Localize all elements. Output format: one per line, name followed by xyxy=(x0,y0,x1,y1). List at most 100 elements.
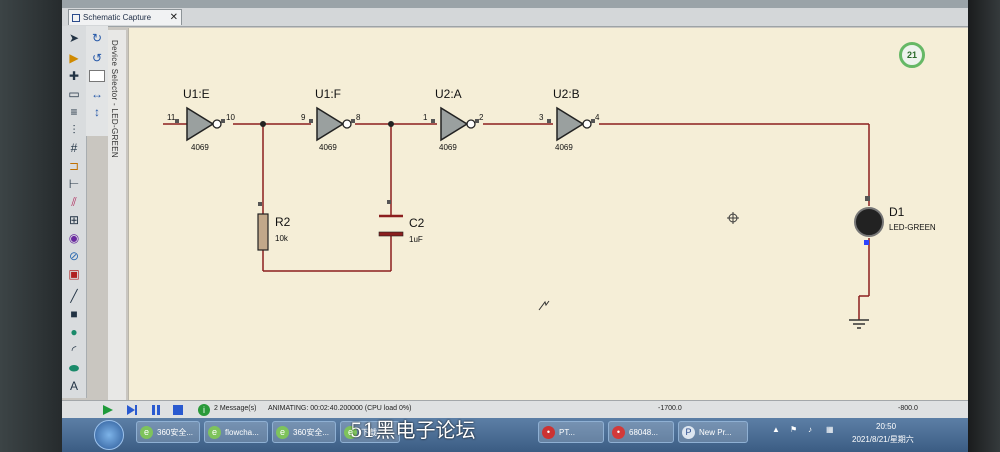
d1-value: LED-GREEN xyxy=(889,223,936,232)
pause-button[interactable] xyxy=(150,404,162,416)
probe-mode-icon[interactable]: ⊘ xyxy=(68,249,80,263)
mode-toolbar: ➤ ▶ ✚ ▭ ≡ ⫶ # ⊐ ⊢ ⫽ ⊞ ◉ ⊘ ▣ ╱ ■ ● ◜ ⬬ A xyxy=(62,26,87,398)
box-2d-icon[interactable]: ■ xyxy=(70,307,78,321)
device-selector-label: Device Selector - LED-GREEN xyxy=(110,40,119,158)
monitor-bezel-right xyxy=(968,0,1000,452)
inverter-u1e[interactable]: U1:E 4069 11 10 xyxy=(167,87,235,152)
junction-dot xyxy=(260,121,266,127)
tab-schematic-capture[interactable]: Schematic Capture ✕ xyxy=(68,9,182,25)
browser-icon: e xyxy=(208,426,221,439)
play-button[interactable] xyxy=(102,404,114,416)
clock-time[interactable]: 20:50 xyxy=(876,422,897,431)
start-button[interactable] xyxy=(94,420,124,450)
taskbar-item[interactable]: •68048... xyxy=(608,421,674,443)
coord-x: -1700.0 xyxy=(658,405,682,412)
inverter-u2a[interactable]: U2:A 4069 1 2 xyxy=(423,87,484,152)
arc-2d-icon[interactable]: ◜ xyxy=(71,343,77,357)
schematic-drawing: U1:E 4069 11 10 U1:F 4069 9 8 U2:A xyxy=(163,87,936,329)
top-toolbar-strip xyxy=(62,0,968,8)
u2a-part: 4069 xyxy=(439,143,457,152)
u1e-pin-in: 11 xyxy=(167,113,176,122)
mirror-x-icon[interactable]: ↔ xyxy=(91,87,103,101)
circle-2d-icon[interactable]: ● xyxy=(70,325,78,339)
u2a-ref: U2:A xyxy=(435,87,462,101)
subcircuit-icon[interactable]: # xyxy=(70,141,78,155)
u2b-part: 4069 xyxy=(555,143,573,152)
terminal-mode-icon[interactable]: ⊐ xyxy=(68,159,80,173)
tray-network-icon[interactable]: ▦ xyxy=(826,425,834,434)
capacitor-c2[interactable]: C2 1uF xyxy=(378,200,425,244)
tray-flag-icon[interactable]: ⚑ xyxy=(790,425,798,434)
schematic-canvas[interactable]: U1:E 4069 11 10 U1:F 4069 9 8 U2:A xyxy=(128,28,968,400)
graph-mode-icon[interactable]: ⫽ xyxy=(71,194,77,209)
wires xyxy=(163,123,870,320)
wire-label-icon[interactable]: ▭ xyxy=(68,87,80,101)
inverter-u2b[interactable]: U2:B 4069 3 4 xyxy=(539,87,600,152)
rotate-ccw-icon[interactable]: ↺ xyxy=(91,51,103,65)
c2-value: 1uF xyxy=(409,235,423,244)
selection-mode-icon[interactable]: ➤ xyxy=(68,31,80,45)
status-bar: i 2 Message(s) ANIMATING: 00:02:40.20000… xyxy=(62,400,968,419)
pencil-cursor-icon xyxy=(538,300,550,311)
text-script-icon[interactable]: ≡ xyxy=(70,105,78,119)
step-button[interactable] xyxy=(126,404,138,416)
generator-mode-icon[interactable]: ◉ xyxy=(68,231,80,245)
app-icon: • xyxy=(612,426,625,439)
coord-y: -800.0 xyxy=(898,405,918,412)
r2-value: 10k xyxy=(275,234,289,243)
tab-close-icon[interactable]: ✕ xyxy=(169,12,178,23)
origin-marker xyxy=(727,212,739,224)
device-pin-icon[interactable]: ⊢ xyxy=(68,177,80,191)
c2-ref: C2 xyxy=(409,216,425,230)
tray-arrow-icon[interactable]: ▲ xyxy=(772,425,780,434)
bus-mode-icon[interactable]: ⫶ xyxy=(72,122,76,137)
angle-field[interactable] xyxy=(88,68,106,84)
u2b-pin-in: 3 xyxy=(539,113,544,122)
u1f-part: 4069 xyxy=(319,143,337,152)
info-icon[interactable]: i xyxy=(198,404,210,416)
clock-date[interactable]: 2021/8/21/星期六 xyxy=(852,435,914,444)
taskbar-item[interactable]: •PT... xyxy=(538,421,604,443)
message-count[interactable]: 2 Message(s) xyxy=(214,405,257,412)
line-2d-icon[interactable]: ╱ xyxy=(70,289,78,303)
text-2d-icon[interactable]: A xyxy=(69,379,78,393)
inverter-u1f[interactable]: U1:F 4069 9 8 xyxy=(301,87,361,152)
u1f-ref: U1:F xyxy=(315,87,341,101)
u1f-pin-out: 8 xyxy=(356,113,361,122)
tape-recorder-icon[interactable]: ⊞ xyxy=(68,213,80,227)
u1e-ref: U1:E xyxy=(183,87,210,101)
browser-icon: e xyxy=(140,426,153,439)
u1e-pin-out: 10 xyxy=(226,113,235,122)
cpu-load-badge: 21 xyxy=(899,42,925,68)
forum-watermark: 51黑电子论坛 xyxy=(350,418,476,442)
u2a-pin-out: 2 xyxy=(479,113,484,122)
rotate-cw-icon[interactable]: ↻ xyxy=(91,31,103,45)
r2-ref: R2 xyxy=(275,215,291,229)
u2b-ref: U2:B xyxy=(553,87,580,101)
screen: Schematic Capture ✕ ➤ ▶ ✚ ▭ ≡ ⫶ # ⊐ ⊢ ⫽ … xyxy=(62,0,968,452)
stop-button[interactable] xyxy=(172,404,184,416)
component-mode-icon[interactable]: ▶ xyxy=(69,51,79,65)
browser-icon: e xyxy=(276,426,289,439)
led-d1[interactable]: D1 LED-GREEN xyxy=(854,196,936,245)
junction-mode-icon[interactable]: ✚ xyxy=(68,69,80,83)
u2a-pin-in: 1 xyxy=(423,113,428,122)
proteus-icon: P xyxy=(682,426,695,439)
mirror-y-icon[interactable]: ↕ xyxy=(94,105,100,119)
u1e-part: 4069 xyxy=(191,143,209,152)
tray-volume-icon[interactable]: ♪ xyxy=(808,425,812,434)
resistor-r2[interactable]: R2 10k xyxy=(257,202,291,251)
virtual-instrument-icon[interactable]: ▣ xyxy=(68,267,80,281)
browser-icon: e xyxy=(344,426,357,439)
d1-ref: D1 xyxy=(889,205,905,219)
tab-bar: Schematic Capture ✕ xyxy=(62,8,968,27)
monitor-bezel-left xyxy=(0,0,62,452)
schematic-icon xyxy=(72,14,80,22)
u2b-pin-out: 4 xyxy=(595,113,600,122)
path-2d-icon[interactable]: ⬬ xyxy=(68,360,80,375)
